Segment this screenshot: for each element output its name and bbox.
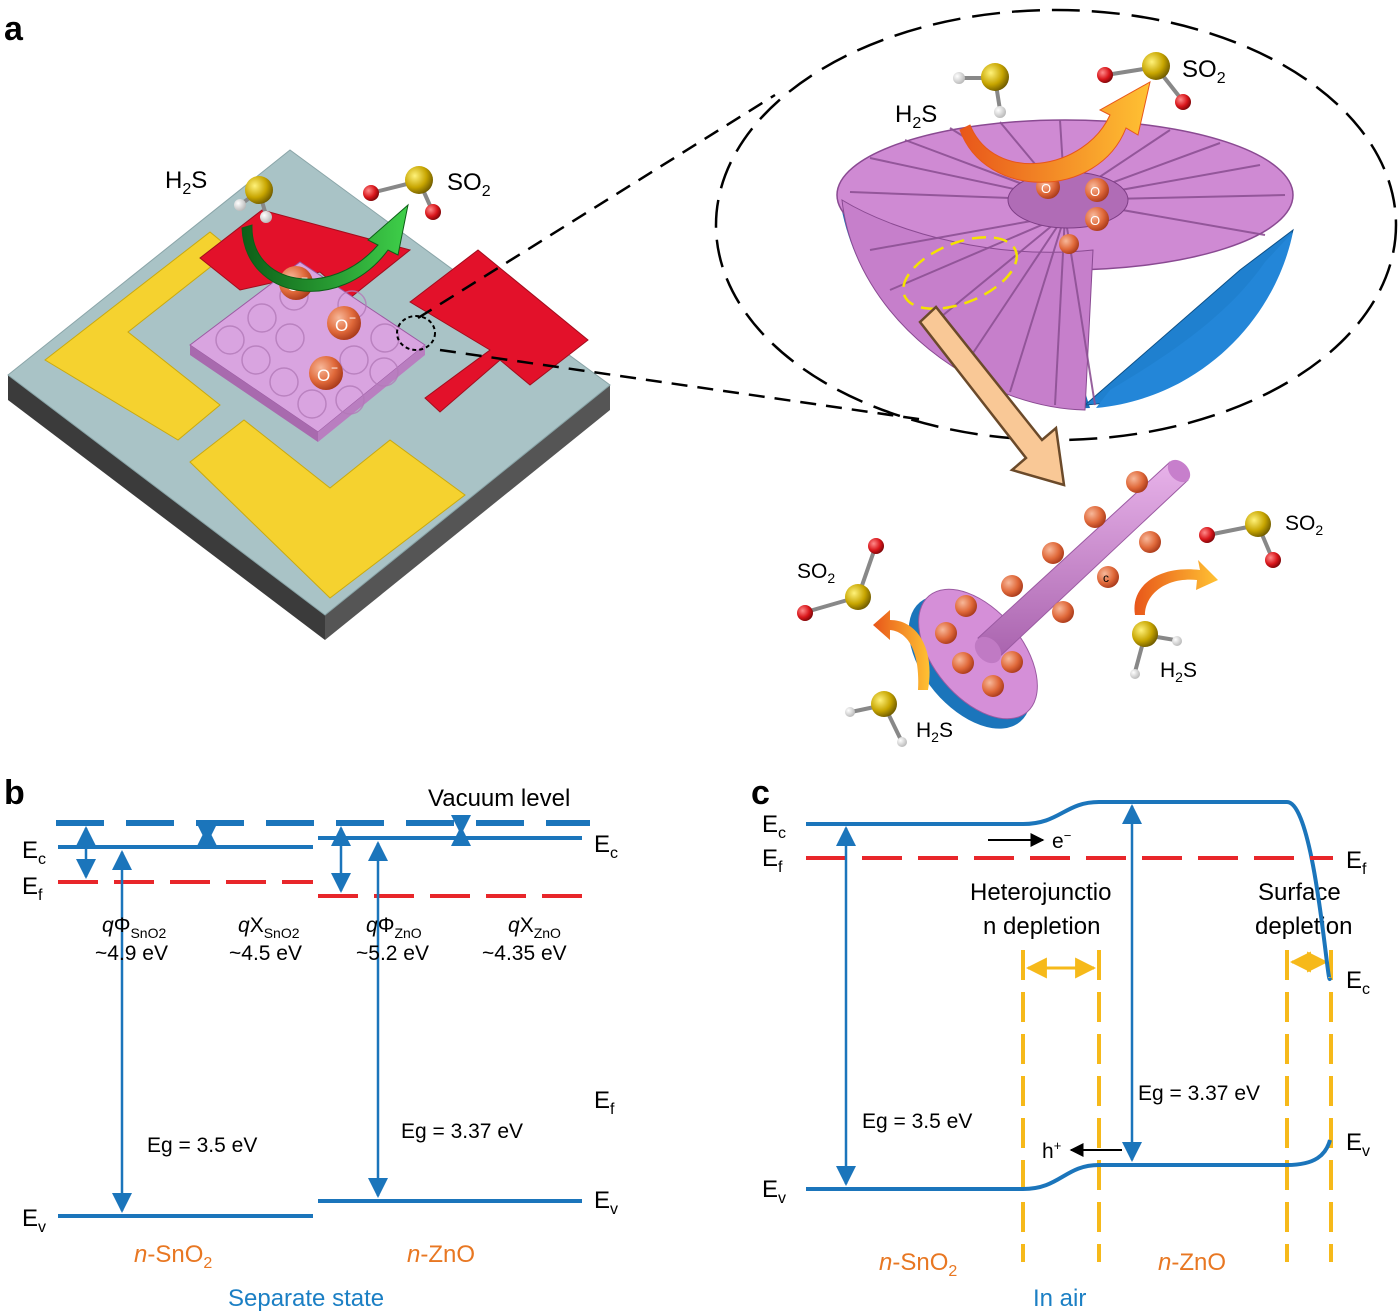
b-eg-zno-label: Eg = 3.37 eV	[401, 1120, 523, 1143]
c-zno-material: n-ZnO	[1158, 1249, 1226, 1276]
q-phi-sno2-value: ~4.9 eV	[95, 942, 168, 965]
svg-text:c: c	[1103, 571, 1109, 585]
rod-so2-left	[797, 538, 884, 621]
svg-text:−: −	[349, 311, 356, 325]
zoom-line-top	[417, 93, 776, 320]
device-h2s-label: H2S	[165, 167, 207, 198]
c-ef-right-label: Ef	[1346, 847, 1367, 878]
heater-right	[409, 249, 589, 413]
c-ec-left-label: Ec	[762, 811, 786, 842]
b-ef-left-label: Ef	[22, 873, 43, 904]
electrode-left	[44, 231, 233, 441]
b-zno-material: n-ZnO	[407, 1241, 475, 1268]
hemisphere-reaction-arrow	[959, 81, 1151, 183]
q-phi-sno2-label: qΦSnO2	[102, 914, 166, 941]
hetero-label-1: Heterojunctio	[970, 879, 1111, 906]
c-eg-zno-label: Eg = 3.37 eV	[1138, 1082, 1260, 1105]
c-ev-right-label: Ev	[1346, 1129, 1370, 1160]
q-chi-sno2-value: ~4.5 eV	[229, 942, 302, 965]
b-state-label: Separate state	[228, 1285, 384, 1312]
svg-text:O: O	[1090, 213, 1100, 228]
c-ev-left-label: Ev	[762, 1176, 786, 1207]
c-ef-left-label: Ef	[762, 845, 783, 876]
svg-text:−: −	[331, 361, 338, 375]
b-sno2-material: n-SnO2	[134, 1241, 212, 1272]
c-ec-right-label: Ec	[1346, 967, 1370, 998]
zoom-highlight	[396, 315, 436, 351]
hemisphere-so2	[1097, 52, 1191, 110]
rod-so2-right-label: SO2	[1285, 512, 1323, 538]
surface-label-1: Surface	[1258, 879, 1341, 906]
rod-so2-left-label: SO2	[797, 560, 835, 586]
b-ev-right-label: Ev	[594, 1187, 618, 1218]
hetero-label-2: n depletion	[983, 913, 1100, 940]
b-ec-right-label: Ec	[594, 831, 618, 862]
surface-label-2: depletion	[1255, 913, 1352, 940]
sensor-device	[7, 149, 611, 640]
b-ev-left-label: Ev	[22, 1205, 46, 1236]
rod-zoom-arrow	[918, 305, 1066, 487]
c-sno2-material: n-SnO2	[879, 1249, 957, 1280]
device-h2s-molecule	[234, 176, 273, 223]
svg-text:O: O	[1041, 181, 1051, 196]
rod-arrow-left	[873, 610, 930, 690]
panel-c-letter: c	[751, 774, 770, 812]
device-ions: O − O − O −	[279, 266, 361, 390]
c-ec-curve	[806, 800, 1332, 981]
panel-b-letter: b	[4, 774, 25, 812]
rod-h2s-left	[845, 691, 907, 747]
q-chi-zno-value: ~4.35 eV	[482, 942, 567, 965]
q-phi-zno-value: ~5.2 eV	[356, 942, 429, 965]
hole-label: h+	[1042, 1138, 1061, 1163]
svg-text:−: −	[301, 271, 308, 285]
c-ev-curve	[806, 1139, 1332, 1191]
b-ef-right-label: Ef	[594, 1087, 615, 1118]
q-phi-zno-label: qΦZnO	[366, 914, 422, 941]
rod-so2-right	[1199, 511, 1281, 568]
b-eg-sno2-label: Eg = 3.5 eV	[147, 1134, 257, 1157]
svg-text:O: O	[1090, 184, 1100, 199]
rod-h2s-right	[1130, 621, 1182, 679]
panel-a-letter: a	[4, 10, 24, 48]
rod-ions: c	[935, 471, 1161, 697]
rod-highlight	[901, 235, 1019, 311]
nanorod	[908, 459, 1191, 729]
electrode-bottom	[189, 419, 466, 599]
electron-label: e−	[1052, 828, 1071, 853]
vacuum-level-label: Vacuum level	[428, 785, 570, 812]
rod-h2s-left-label: H2S	[916, 719, 953, 745]
rod-h2s-right-label: H2S	[1160, 659, 1197, 685]
svg-text:O: O	[335, 316, 348, 335]
hemisphere-h2s	[953, 63, 1009, 118]
hemisphere-so2-label: SO2	[1182, 56, 1226, 87]
hemisphere-h2s-label: H2S	[895, 101, 937, 132]
device-so2-label: SO2	[447, 169, 491, 200]
device-reaction-arrow	[241, 203, 409, 292]
zoom-line-bottom	[439, 348, 926, 422]
svg-text:O: O	[317, 366, 330, 385]
q-chi-sno2-label: qXSnO2	[238, 914, 300, 941]
b-ec-left-label: Ec	[22, 837, 46, 868]
device-so2-molecule	[363, 166, 441, 220]
c-eg-sno2-label: Eg = 3.5 eV	[862, 1110, 972, 1133]
c-state-label: In air	[1033, 1285, 1086, 1312]
rod-arrow-right	[1134, 560, 1218, 615]
q-chi-zno-label: qXZnO	[508, 914, 561, 941]
